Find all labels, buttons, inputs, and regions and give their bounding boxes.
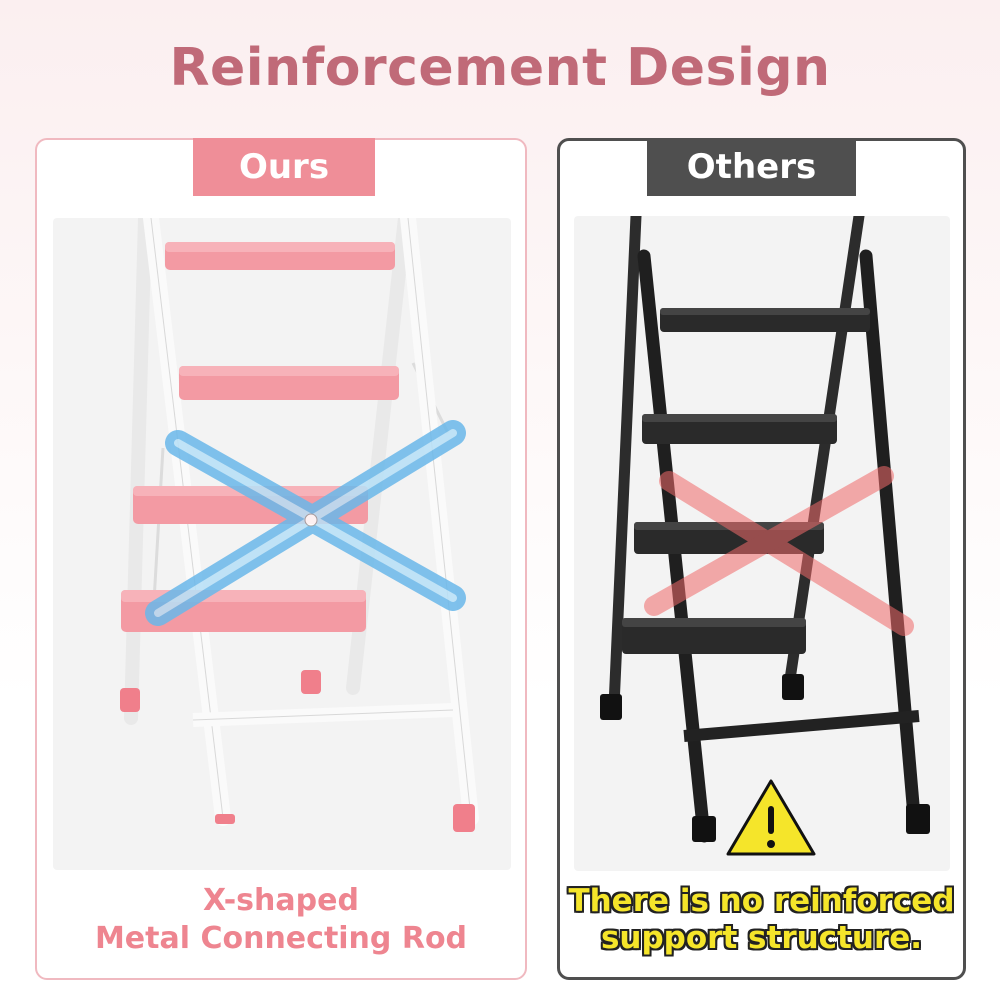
pink-step-top <box>165 242 395 270</box>
black-step-ladder-image <box>600 216 930 856</box>
others-panel: Others <box>557 138 966 980</box>
no-reinforcement-cross-mark <box>644 466 914 636</box>
others-tab: Others <box>647 138 856 196</box>
page-title: Reinforcement Design <box>169 38 831 98</box>
warning-triangle-icon <box>726 779 816 856</box>
pink-step-ladder-image <box>120 218 479 832</box>
pink-ladder-photo <box>53 218 511 870</box>
others-caption-line2: support structure. <box>600 920 923 956</box>
ours-caption-line1: X-shaped <box>203 883 359 918</box>
ours-caption-line2: Metal Connecting Rod <box>94 921 468 956</box>
x-brace <box>145 420 466 626</box>
ours-tab: Ours <box>193 138 375 196</box>
ours-panel: Ours <box>35 138 527 980</box>
others-caption-line1: There is no reinforced <box>568 883 955 919</box>
black-ladder-photo <box>574 216 950 871</box>
